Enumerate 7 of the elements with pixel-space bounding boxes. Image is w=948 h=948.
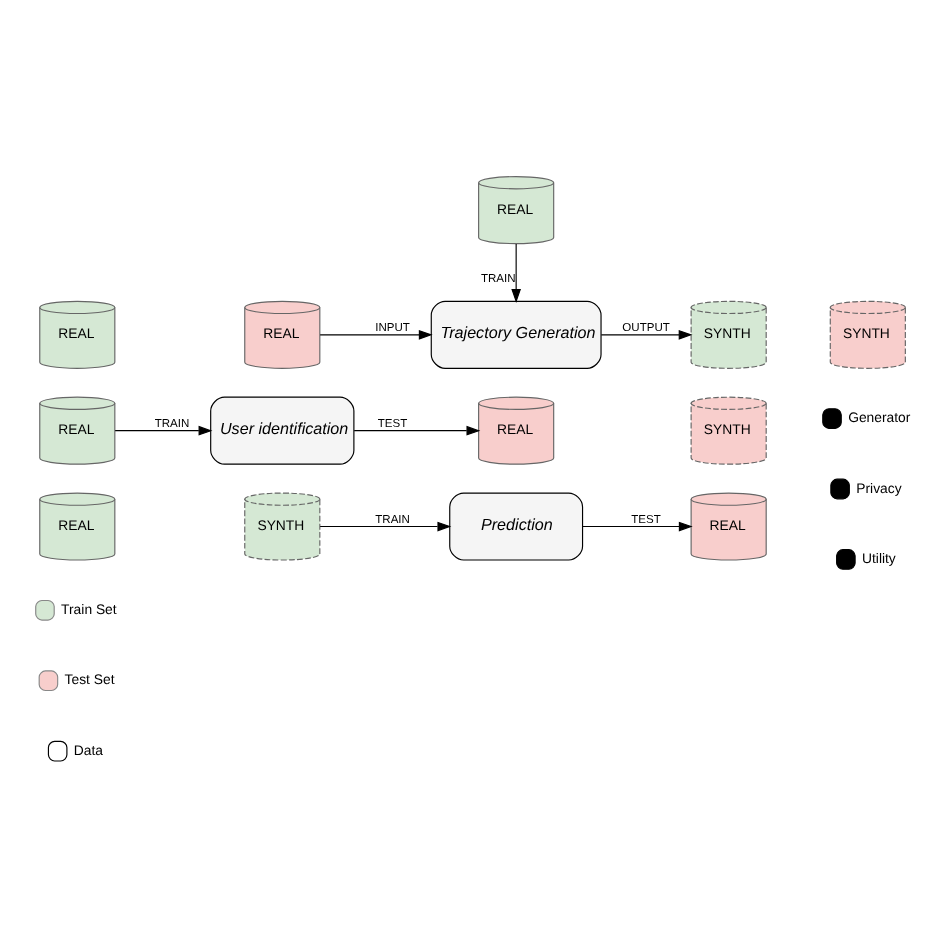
arrow — [511, 243, 521, 303]
arrow — [319, 330, 433, 340]
arrow — [600, 330, 693, 340]
arrow — [114, 425, 213, 436]
arrow — [353, 425, 481, 436]
arrow — [319, 521, 452, 532]
arrow — [582, 521, 693, 532]
